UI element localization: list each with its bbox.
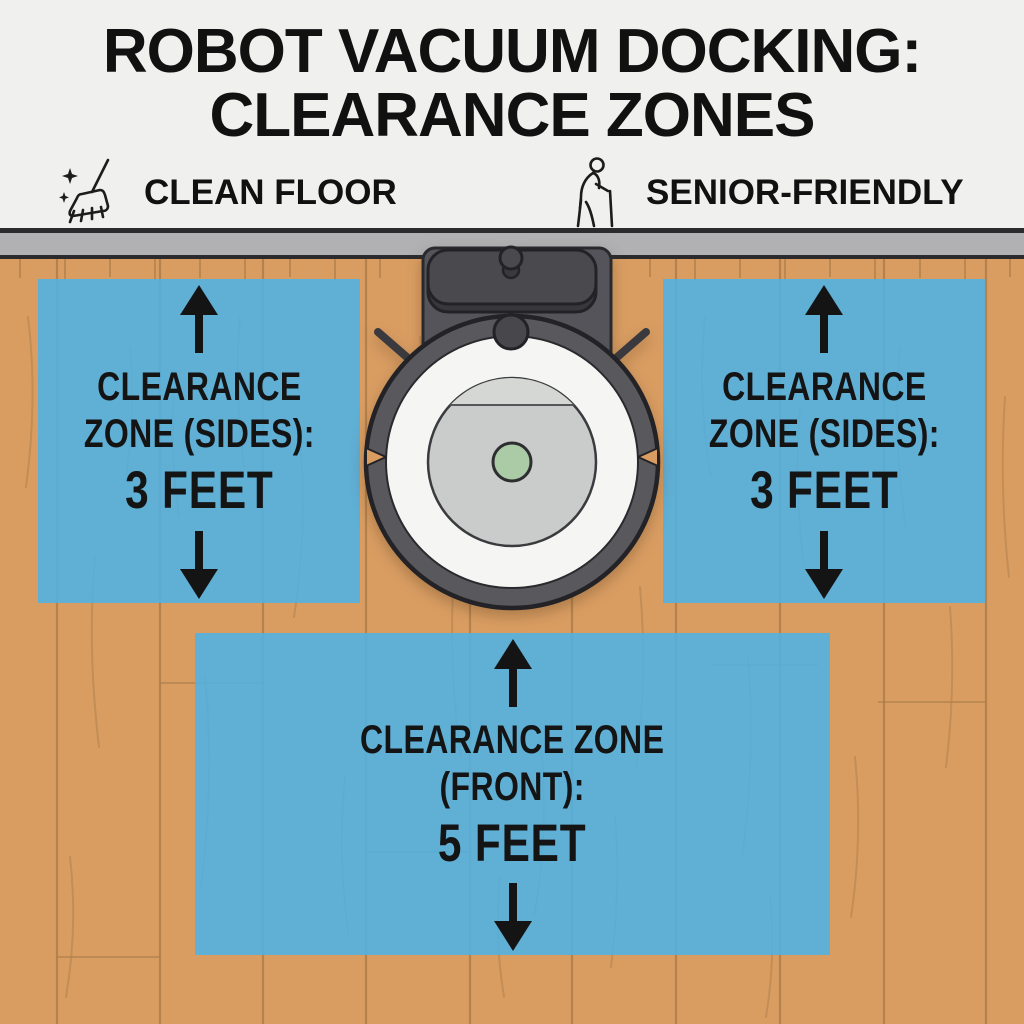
clearance-zone-front: CLEARANCE ZONE (FRONT): 5 FEET [195,633,830,955]
down-arrow-icon [180,531,218,599]
zone-label-line2: ZONE (SIDES): [83,412,315,456]
zone-distance-value: 5 FEET [438,814,587,873]
zone-label-line2: (FRONT): [439,765,586,809]
title-line-2: CLEARANCE ZONES [209,81,815,150]
badge-label: CLEAN FLOOR [144,173,397,212]
robot-vacuum-top-view [363,313,661,611]
front-bumper-knob [492,313,530,351]
zone-label-line2: ZONE (SIDES): [708,412,940,456]
zone-left-text: CLEARANCE ZONE (SIDES): 3 FEET [83,364,314,520]
clearance-zone-right: CLEARANCE ZONE (SIDES): 3 FEET [663,279,985,603]
title-line-1: ROBOT VACUUM DOCKING: [102,17,922,86]
clearance-zone-left: CLEARANCE ZONE (SIDES): 3 FEET [38,279,360,603]
zone-label-line1: CLEARANCE ZONE [360,718,665,762]
left-notch [365,447,387,467]
up-arrow-icon [493,639,532,707]
power-button [491,441,533,483]
right-sensor-whisker-icon [611,328,650,363]
right-notch [637,447,659,467]
lid-top-segment [450,378,574,405]
badge-clean-floor: CLEAN FLOOR [56,156,397,230]
senior-walking-cane-icon [566,156,632,230]
zone-right-text: CLEARANCE ZONE (SIDES): 3 FEET [708,364,939,520]
zone-distance-value: 3 FEET [749,461,899,520]
up-arrow-icon [180,285,218,353]
badge-senior-friendly: SENIOR-FRIENDLY [566,156,964,230]
robot-vacuum-and-dock [350,238,674,622]
dock-knob [498,245,524,271]
broom-sparkles-icon [56,156,130,230]
zone-distance-value: 3 FEET [124,461,274,520]
infographic-title: ROBOT VACUUM DOCKING: CLEARANCE ZONES [0,20,1024,148]
left-sensor-whisker-icon [374,328,413,363]
zone-label-line1: CLEARANCE [96,365,302,409]
down-arrow-icon [805,531,843,599]
down-arrow-icon [493,883,532,951]
up-arrow-icon [805,285,843,353]
zone-front-text: CLEARANCE ZONE (FRONT): 5 FEET [360,717,664,873]
badge-label: SENIOR-FRIENDLY [646,173,964,212]
zone-label-line1: CLEARANCE [721,365,927,409]
badge-row: CLEAN FLOOR SENIOR-FRIENDLY [0,156,1024,230]
